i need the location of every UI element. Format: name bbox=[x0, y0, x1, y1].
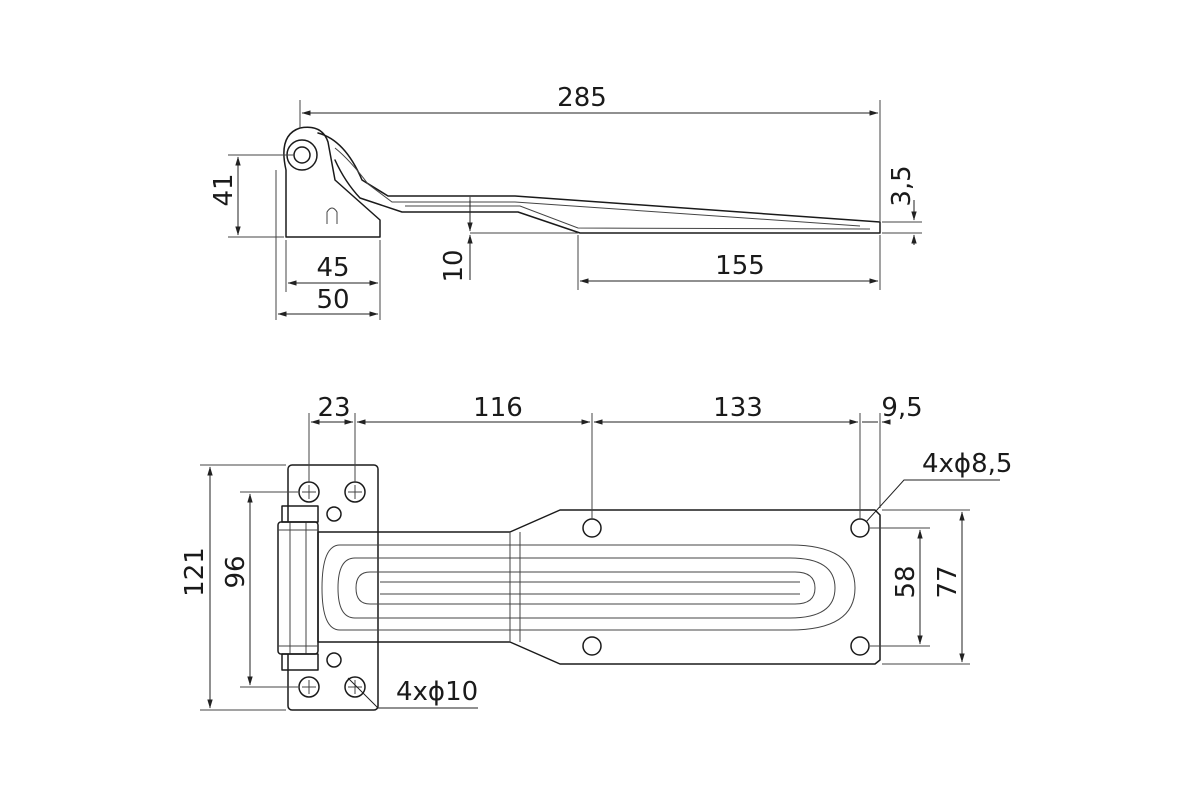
side-arm-inner2 bbox=[405, 205, 871, 230]
knuckle-cap-top bbox=[281, 505, 319, 523]
plate-hole-4 bbox=[850, 636, 870, 656]
dim-41: 41 bbox=[209, 173, 239, 206]
dim-50: 50 bbox=[316, 285, 349, 315]
leader-bracket-holes bbox=[347, 677, 478, 709]
dim-121: 121 bbox=[180, 547, 210, 597]
dim-10: 10 bbox=[439, 249, 469, 282]
note-holes-10: 4xϕ10 bbox=[396, 677, 478, 707]
dim-133: 133 bbox=[713, 393, 763, 423]
side-view: 285 41 3,5 10 155 45 50 bbox=[209, 83, 922, 320]
side-bracket bbox=[283, 126, 381, 238]
side-bolt bbox=[293, 146, 311, 164]
dim-285: 285 bbox=[557, 83, 607, 113]
bolt-head-top bbox=[326, 506, 342, 522]
bolt-head-bottom bbox=[326, 652, 342, 668]
dim-155: 155 bbox=[715, 251, 765, 281]
plate-hole-1 bbox=[582, 518, 602, 538]
plan-arm bbox=[317, 509, 881, 665]
dim-23: 23 bbox=[317, 393, 350, 423]
plan-view: 23 116 133 9,5 4xϕ8,5 4xϕ10 121 96 bbox=[180, 393, 1012, 711]
side-slot bbox=[326, 207, 338, 224]
bracket-hole-4 bbox=[344, 676, 366, 698]
arm-rib-inner bbox=[355, 571, 816, 605]
dim-116: 116 bbox=[473, 393, 523, 423]
note-holes-8-5: 4xϕ8,5 bbox=[922, 449, 1012, 479]
dim-3-5: 3,5 bbox=[887, 165, 917, 206]
dim-96: 96 bbox=[221, 555, 251, 588]
bracket-hole-3 bbox=[298, 676, 320, 698]
plate-hole-3 bbox=[582, 636, 602, 656]
knuckle-cap-bottom bbox=[281, 653, 319, 671]
side-arm-outer bbox=[317, 132, 881, 234]
dim-77: 77 bbox=[933, 565, 963, 598]
leader-plate-holes bbox=[865, 479, 1000, 523]
dim-58: 58 bbox=[891, 565, 921, 598]
side-arm-inner bbox=[334, 147, 861, 227]
arm-rib-mid bbox=[337, 557, 836, 619]
dim-45: 45 bbox=[316, 253, 349, 283]
arm-rib-outer bbox=[321, 544, 856, 631]
dim-9-5: 9,5 bbox=[881, 393, 922, 423]
hinge-knuckle bbox=[277, 521, 319, 655]
